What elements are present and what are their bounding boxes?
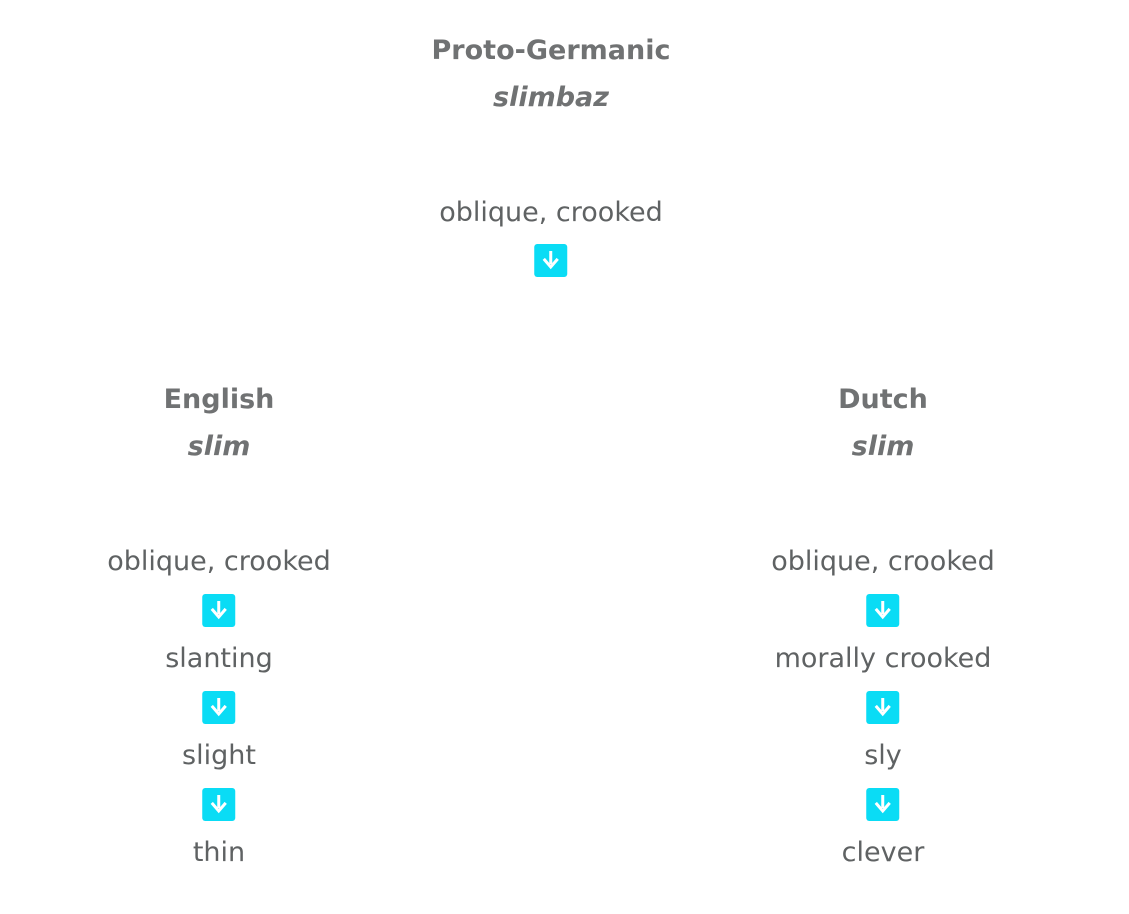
arrow-down-icon xyxy=(534,244,568,277)
arrow-down-icon xyxy=(866,788,900,821)
branch-dutch-sense-1: morally crooked xyxy=(774,643,992,674)
arrow-down-icon xyxy=(202,788,236,821)
root-sense-0: oblique, crooked xyxy=(439,197,663,228)
branch-dutch-sense-chain: oblique, crooked morally crooked sly cle… xyxy=(771,544,995,871)
root-language: Proto-Germanic xyxy=(431,35,671,66)
arrow-down-icon xyxy=(866,691,900,724)
branch-english-heading: English slim xyxy=(164,376,275,470)
branch-english-sense-2: slight xyxy=(182,740,256,771)
branch-dutch-sense-0: oblique, crooked xyxy=(771,546,995,577)
arrow-down-icon xyxy=(202,594,236,627)
arrow-down-icon xyxy=(202,691,236,724)
branch-dutch-heading: Dutch slim xyxy=(838,376,928,470)
branch-english-word: slim xyxy=(187,431,251,462)
branch-dutch-sense-2: sly xyxy=(864,740,902,771)
root-heading: Proto-Germanic slimbaz xyxy=(432,27,671,121)
branch-english-sense-0: oblique, crooked xyxy=(107,546,331,577)
root-sense-chain: oblique, crooked xyxy=(439,195,663,291)
branch-english-language: English xyxy=(163,384,275,415)
root-word: slimbaz xyxy=(493,82,609,113)
branch-dutch-language: Dutch xyxy=(838,384,928,415)
arrow-down-icon xyxy=(866,594,900,627)
branch-english-sense-3: thin xyxy=(192,837,246,868)
branch-dutch-word: slim xyxy=(851,431,915,462)
branch-dutch-sense-3: clever xyxy=(841,837,925,868)
branch-english-sense-chain: oblique, crooked slanting slight thin xyxy=(107,544,331,871)
branch-english-sense-1: slanting xyxy=(165,643,273,674)
